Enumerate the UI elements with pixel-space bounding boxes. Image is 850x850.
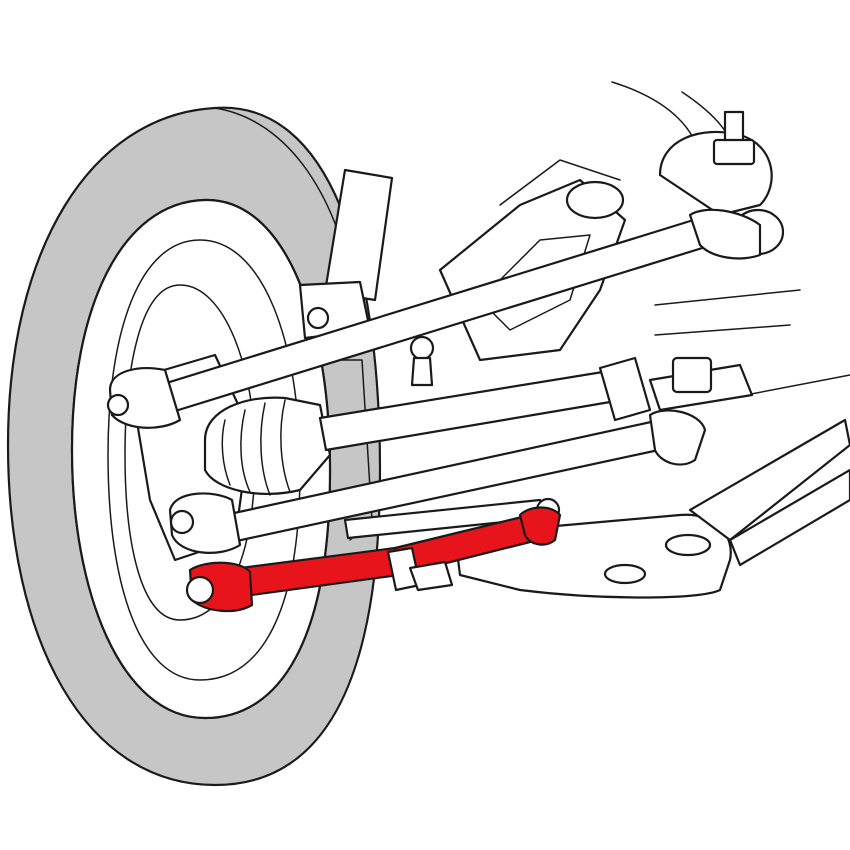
cv-axle-boot [203, 396, 332, 496]
cv-boot-ridge-4 [280, 399, 291, 493]
toe-link-clamp [408, 560, 454, 592]
lower-arm-hole [664, 533, 712, 557]
strut-bolt-icon [306, 306, 330, 330]
hub-nut [671, 356, 713, 394]
upper-arm-bolt-icon [106, 393, 130, 417]
lower-arm-hole-2 [603, 563, 647, 585]
upper-arm-end-outer [688, 208, 762, 260]
hub-nut-assembly [648, 356, 754, 412]
ball-joint-nut [712, 138, 756, 166]
toe-link-outer-bolt-icon [185, 575, 215, 605]
toe-link-inner-end [518, 506, 562, 546]
middle-link-end [168, 492, 242, 554]
cv-boot-body [203, 396, 332, 496]
middle-link-bolt-icon [169, 509, 195, 535]
cv-boot-ridge-2 [240, 409, 251, 493]
middle-link [168, 409, 707, 554]
upper-control-arm [106, 208, 762, 429]
drive-axle-joint [598, 356, 652, 422]
cv-boot-ridge-3 [260, 402, 271, 496]
cv-boot-ridge-1 [221, 419, 231, 486]
ball-joint-stud [723, 110, 745, 144]
upper-arm-end-inner [108, 367, 182, 429]
rear-frame-line [499, 159, 621, 206]
subframe-crossmember-2 [728, 468, 850, 567]
upper-bracket-bushing [565, 180, 625, 220]
highlighted-toe-link [185, 506, 562, 613]
subframe-crossmember [688, 418, 850, 542]
subframe-upper-line [654, 289, 801, 306]
drive-axle [318, 356, 652, 452]
upper-bracket-stud [410, 356, 434, 387]
strut [298, 168, 394, 340]
subframe-lower-line [654, 324, 791, 336]
upper-bracket-bolt-icon [409, 335, 435, 361]
middle-link-inner-end [648, 409, 707, 466]
strut-body [323, 168, 394, 302]
